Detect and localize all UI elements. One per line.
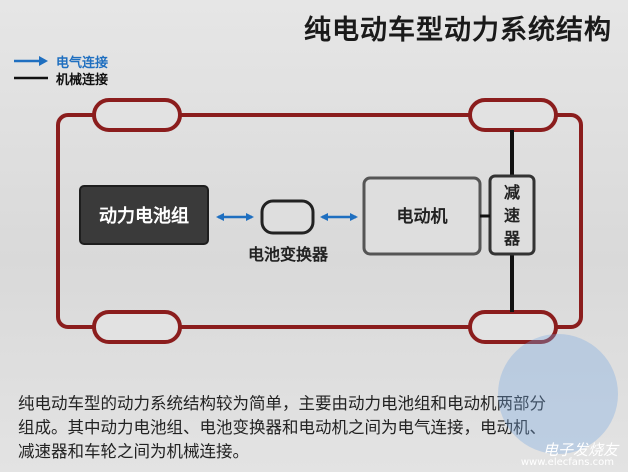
caption-line-3: 减速器和车轮之间为机械连接。 — [18, 442, 249, 461]
watermark-text: 电子发烧友 — [542, 441, 618, 459]
wheel-front-right — [468, 98, 558, 132]
legend-electric: 电气连接 — [12, 53, 109, 71]
legend-electric-label: 电气连接 — [56, 55, 109, 71]
watermark-url: www.elecfans.com — [520, 457, 614, 468]
caption: 纯电动车型的动力系统结构较为简单，主要由动力电池组和电动机两部分 组成。其中动力… — [18, 392, 618, 464]
converter-label: 电池变换器 — [248, 245, 329, 264]
motor-label: 电动机 — [397, 206, 448, 227]
wheel-rear-left — [92, 310, 182, 344]
caption-line-1: 纯电动车型的动力系统结构较为简单，主要由动力电池组和电动机两部分 — [18, 394, 546, 413]
reducer-char-3: 器 — [503, 229, 521, 248]
wheel-front-left — [92, 98, 182, 132]
legend-mechanical-label: 机械连接 — [56, 72, 109, 88]
battery-box — [79, 185, 209, 245]
mechanical-line-icon — [14, 76, 48, 80]
reducer-char-2: 速 — [504, 206, 520, 225]
page-title: 纯电动车型动力系统结构 — [304, 15, 612, 46]
reducer-char-1: 减 — [504, 183, 520, 202]
watermark-logo: 电子发烧友 — [498, 334, 618, 459]
electric-arrow-icon — [14, 56, 48, 66]
battery-label: 动力电池组 — [99, 205, 189, 227]
legend-mechanical: 机械连接 — [12, 70, 109, 88]
caption-line-2: 组成。其中动力电池组、电池变换器和电动机之间为电气连接，电动机、 — [18, 418, 546, 437]
converter-box — [260, 199, 315, 235]
chassis-outline — [56, 113, 583, 329]
